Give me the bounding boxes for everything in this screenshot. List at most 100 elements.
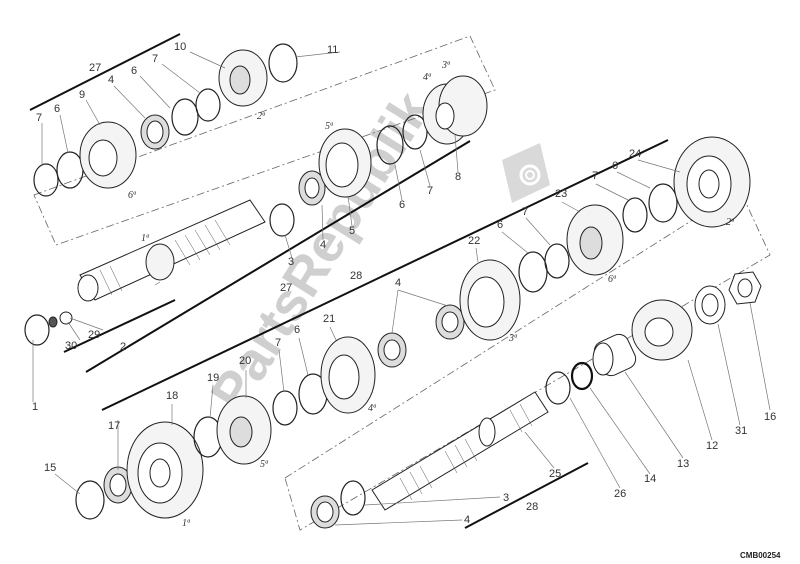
callout-4[interactable]: 4	[395, 277, 401, 289]
callout-21[interactable]: 21	[323, 313, 335, 325]
callout-13[interactable]: 13	[677, 458, 689, 470]
callout-15[interactable]: 15	[44, 462, 56, 474]
callout-14[interactable]: 14	[644, 473, 656, 485]
needle-bearing-17	[103, 466, 133, 504]
callout-26[interactable]: 26	[614, 488, 626, 500]
circlip-7-d	[272, 390, 298, 426]
callout-30[interactable]: 30	[65, 340, 77, 352]
gear-24-2nd	[673, 136, 751, 228]
gear-label-2nd: 2ª	[257, 111, 266, 122]
callout-11[interactable]: 11	[327, 44, 338, 56]
callout-12[interactable]: 12	[706, 440, 718, 452]
callout-17[interactable]: 17	[108, 420, 120, 432]
gear-label-5th: 5ª	[325, 121, 334, 132]
callout-9[interactable]: 9	[79, 89, 85, 101]
gear-label-6th: 6ª	[128, 190, 137, 201]
callout-7[interactable]: 7	[522, 206, 528, 218]
needle-bearing-4-b	[298, 170, 326, 206]
callout-5[interactable]: 5	[349, 225, 355, 237]
needle-bearing-4-d	[435, 304, 465, 340]
callout-6[interactable]: 6	[131, 65, 137, 77]
circlip-7	[33, 163, 59, 197]
callout-18[interactable]: 18	[166, 390, 178, 402]
lock-washer-31	[694, 285, 726, 325]
callout-29[interactable]: 29	[88, 329, 100, 341]
gear-1st-integral	[145, 243, 175, 281]
callout-23[interactable]: 23	[555, 188, 567, 200]
gear-label-5th: 5ª	[260, 459, 269, 470]
leader-lines	[32, 51, 771, 526]
callout-6[interactable]: 6	[399, 199, 405, 211]
washer-11	[268, 43, 298, 83]
callout-6[interactable]: 6	[54, 103, 60, 115]
callout-4[interactable]: 4	[108, 74, 114, 86]
callout-16[interactable]: 16	[764, 411, 776, 423]
callout-27[interactable]: 27	[280, 282, 292, 294]
callout-28[interactable]: 28	[526, 501, 538, 513]
washer-6-c	[376, 125, 404, 165]
callout-6[interactable]: 6	[294, 324, 300, 336]
circlip-7-c	[402, 114, 428, 150]
callout-8[interactable]: 8	[455, 171, 461, 183]
gear-18-1st	[126, 421, 204, 519]
gear-label-2nd: 2ª	[726, 217, 735, 228]
gear-8-3rd-4th	[422, 75, 488, 145]
washer-1	[24, 314, 50, 346]
callout-2[interactable]: 2	[120, 341, 126, 353]
callout-31[interactable]: 31	[735, 425, 747, 437]
callout-22[interactable]: 22	[468, 235, 480, 247]
gear-22-3rd	[459, 259, 521, 341]
gear-10-2nd	[218, 49, 268, 107]
sprocket-12	[631, 299, 693, 361]
nut-16	[728, 271, 762, 305]
callout-7[interactable]: 7	[36, 112, 42, 124]
gear-23-6th	[566, 204, 624, 276]
callout-3[interactable]: 3	[503, 492, 509, 504]
washer-15	[75, 480, 105, 520]
gear-label-3rd: 3ª	[508, 333, 518, 344]
callout-6[interactable]: 6	[612, 160, 618, 172]
drawing-code: CMB00254	[740, 551, 781, 560]
gear-21-4th	[320, 336, 376, 414]
callout-24[interactable]: 24	[629, 148, 641, 160]
watermark-flag-logo-icon	[502, 143, 550, 203]
gear-label-6th: 6ª	[608, 274, 617, 285]
callout-1[interactable]: 1	[32, 401, 38, 413]
callout-4[interactable]: 4	[464, 514, 470, 526]
gear-5-5th	[318, 128, 372, 198]
washer-3	[269, 203, 295, 237]
part-callouts: 1 2 3 3 4 4 4 4 5 6 6 6 6 6 6 7 7 7 7 7 …	[32, 41, 776, 526]
callout-6[interactable]: 6	[497, 219, 503, 231]
gear-label-1st: 1ª	[182, 518, 191, 529]
callout-27[interactable]: 27	[89, 62, 101, 74]
callout-25[interactable]: 25	[549, 468, 561, 480]
washer-26	[545, 371, 571, 405]
callout-3[interactable]: 3	[288, 256, 294, 268]
callout-28[interactable]: 28	[350, 270, 362, 282]
callout-10[interactable]: 10	[174, 41, 186, 53]
callout-4[interactable]: 4	[320, 239, 326, 251]
bushing-29	[59, 311, 73, 325]
callout-20[interactable]: 20	[239, 355, 251, 367]
callout-7[interactable]: 7	[152, 53, 158, 65]
washer-6-e	[518, 251, 548, 293]
washer-6	[56, 151, 84, 189]
callout-7[interactable]: 7	[427, 185, 433, 197]
circlip-7-f	[622, 197, 648, 233]
callout-7[interactable]: 7	[592, 170, 598, 182]
gear-label-4th: 4ª	[368, 403, 377, 414]
callout-7[interactable]: 7	[275, 337, 281, 349]
washer-3-b	[340, 480, 366, 516]
washer-6-f	[648, 183, 678, 223]
lower-gear-row	[75, 136, 751, 520]
nut-30	[48, 316, 58, 328]
upper-gear-row	[33, 43, 298, 197]
gear-20-5th	[216, 395, 272, 465]
needle-bearing-4	[140, 114, 170, 150]
callout-19[interactable]: 19	[207, 372, 219, 384]
gear-label-1st: 1ª	[141, 233, 150, 244]
group-brackets	[29, 33, 669, 529]
circlip-7-e	[544, 243, 570, 279]
needle-bearing-4-e	[310, 495, 340, 529]
